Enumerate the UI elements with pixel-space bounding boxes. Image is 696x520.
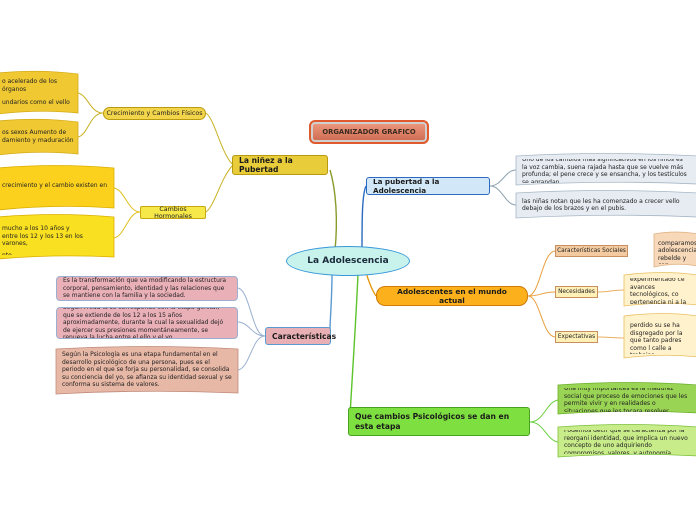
branch-mundo-label: Adolescentes en el mundo actual xyxy=(397,287,507,305)
horm2-line-4: nto xyxy=(2,251,12,256)
branch-caracteristicas-label: Características xyxy=(272,331,337,341)
crec-line-2: undarios como el vello xyxy=(2,99,70,106)
crec2-line-1: os sexos Aumento de xyxy=(2,129,67,136)
pub-text-1: Uno de los cambios mas significativos en… xyxy=(516,159,696,183)
car-text-2-content: Según Freud la se corresponde con la eta… xyxy=(63,307,224,339)
horm2-line-2: entre los 12 y los 13 en los varones, xyxy=(2,232,83,248)
crec-text-1: o acelerado de los órganos undarios como… xyxy=(0,78,78,108)
psico-text-2: Podemos decir que se caracteriza por la … xyxy=(558,430,696,454)
mundo-text-2-content: Se ha experimentado ce avances tecnológi… xyxy=(630,278,687,304)
shape-mundo-text-1 xyxy=(653,231,696,268)
connector-ninez xyxy=(329,169,338,251)
connector-psico xyxy=(349,273,359,417)
branch-mundo[interactable]: Adolescentes en el mundo actual xyxy=(376,286,528,306)
central-node[interactable]: La Adolescencia xyxy=(286,246,410,276)
shape-pub-text-1 xyxy=(515,153,696,186)
connector-pubertad xyxy=(361,185,367,251)
car-text-1: Es la transformación que va modificando … xyxy=(56,276,238,301)
organizer-title-text: ORGANIZADOR GRAFICO xyxy=(322,128,416,136)
car-text-3: Según la Psicología es una etapa fundame… xyxy=(56,350,238,390)
node-crecimiento[interactable]: Crecimiento y Cambios Físicos xyxy=(103,107,206,120)
connector-hormonales xyxy=(205,165,233,213)
horm2-line-1: mucho a los 10 años y xyxy=(2,225,70,232)
branch-ninez-label: La niñez a la Pubertad xyxy=(239,156,293,174)
pub-text-1-content: Uno de los cambios mas significativos en… xyxy=(522,159,687,183)
shape-mundo-text-2 xyxy=(623,272,696,307)
shape-crec-text-1 xyxy=(0,70,79,115)
mundo-text-3: La familia ha perdido su se ha disgregad… xyxy=(624,320,696,354)
branch-psico-label: Que cambios Psicológicos se dan en esta … xyxy=(355,411,510,431)
branch-ninez[interactable]: La niñez a la Pubertad xyxy=(232,155,328,175)
car-text-2: Según Freud la se corresponde con la eta… xyxy=(56,307,238,339)
mundo-text-3-content: La familia ha perdido su se ha disgregad… xyxy=(630,320,683,354)
connector-caracteristicas xyxy=(329,271,333,331)
branch-pubertad[interactable]: La pubertad a la Adolescencia xyxy=(366,177,490,195)
node-expectativas-label: Expectativas xyxy=(557,334,596,340)
branch-psico[interactable]: Que cambios Psicológicos se dan en esta … xyxy=(348,407,530,436)
horm1-line-1: crecimiento y el cambio existen en xyxy=(2,182,108,189)
pub-text-2: las niñas notan que les ha comenzado a c… xyxy=(516,196,696,214)
crec2-line-2: damiento y maduración xyxy=(2,136,74,144)
shape-psico-text-1 xyxy=(557,382,696,415)
organizer-title: ORGANIZADOR GRAFICO xyxy=(309,120,429,144)
car-text-1-content: Es la transformación que va modificando … xyxy=(63,277,227,300)
mundo-text-2: Se ha experimentado ce avances tecnológi… xyxy=(624,278,696,304)
node-expectativas[interactable]: Expectativas xyxy=(555,331,598,343)
node-necesidades-label: Necesidades xyxy=(558,289,595,295)
shape-psico-text-2 xyxy=(557,424,696,458)
shape-horm-text-1 xyxy=(0,165,115,211)
psico-text-1-content: Una muy importantes es la madurez social… xyxy=(564,388,688,412)
central-topic: La Adolescencia xyxy=(307,256,389,266)
node-sociales[interactable]: Características Sociales xyxy=(555,245,628,257)
shape-mundo-text-3 xyxy=(623,313,696,359)
branch-pubertad-label: La pubertad a la Adolescencia xyxy=(373,177,440,195)
branch-caracteristicas[interactable]: Características xyxy=(265,327,336,345)
node-crecimiento-label: Crecimiento y Cambios Físicos xyxy=(106,110,203,117)
node-necesidades[interactable]: Necesidades xyxy=(555,286,598,298)
node-hormonales-label: Cambios Hormonales xyxy=(154,205,192,220)
psico-text-2-content: Podemos decir que se caracteriza por la … xyxy=(564,430,688,454)
horm-text-2: mucho a los 10 años y entre los 12 y los… xyxy=(0,225,112,255)
mundo-text-1-content: Si comparamos adolescencia rebelde y con xyxy=(658,238,696,264)
crec-text-2: os sexos Aumento de damiento y maduració… xyxy=(0,129,78,149)
shape-horm-text-2 xyxy=(0,214,115,260)
mundo-text-1: Si comparamos adolescencia rebelde y con xyxy=(654,238,696,264)
crec-line-1: o acelerado de los órganos xyxy=(2,78,58,93)
horm-text-1: crecimiento y el cambio existen en xyxy=(0,182,112,194)
psico-text-1: Una muy importantes es la madurez social… xyxy=(558,388,696,412)
connector-crecimiento xyxy=(205,112,233,165)
pub-text-2-content: las niñas notan que les ha comenzado a c… xyxy=(522,197,680,213)
connector-mundo xyxy=(365,271,377,297)
shape-pub-text-2 xyxy=(515,190,696,219)
shape-crec-text-2 xyxy=(0,118,79,156)
node-sociales-label: Características Sociales xyxy=(557,248,626,254)
shape-car-text-3 xyxy=(55,346,239,395)
node-hormonales[interactable]: Cambios Hormonales xyxy=(140,205,206,220)
car-text-3-content: Según la Psicología es una etapa fundame… xyxy=(62,351,232,389)
